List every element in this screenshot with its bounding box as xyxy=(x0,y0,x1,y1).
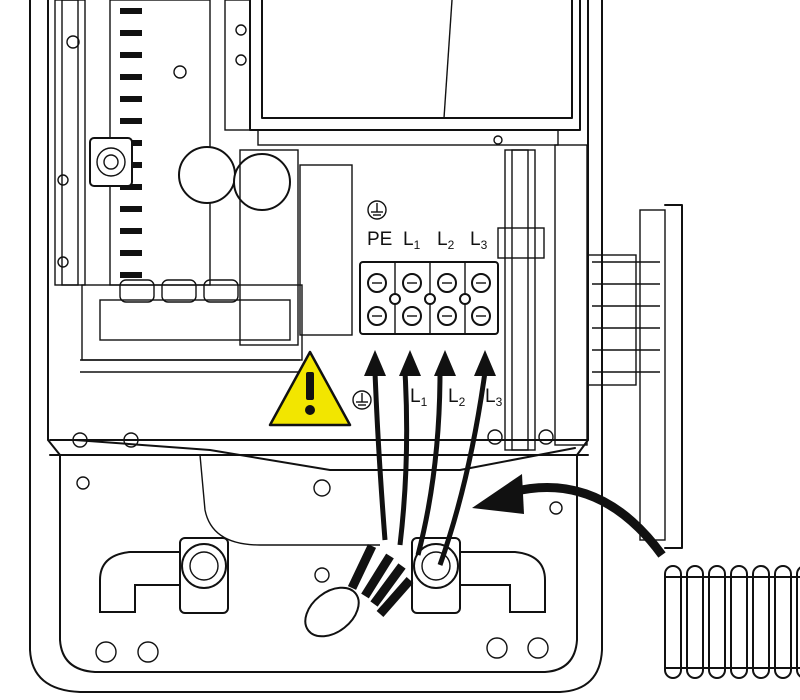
conduit-rib xyxy=(796,566,800,678)
wire-ferrule xyxy=(347,544,377,590)
rail-rib xyxy=(120,30,142,36)
cable-wires xyxy=(372,371,488,566)
lower-chamber xyxy=(72,429,576,663)
terminal-label-pe: PE xyxy=(367,229,392,250)
wire-ferrule xyxy=(376,577,414,617)
terminal-block xyxy=(359,261,499,335)
wire-label-l2: L2 xyxy=(448,386,466,409)
wire-labels: L1 L2 L3 xyxy=(410,386,503,409)
rail-rib xyxy=(120,206,142,212)
conduit-rib xyxy=(686,565,704,679)
rail-rib xyxy=(120,272,142,278)
arrow-l3 xyxy=(474,350,496,376)
wire-arrows xyxy=(364,350,496,376)
wire-label-l1: L1 xyxy=(410,386,428,409)
terminal-pin xyxy=(389,293,401,305)
conduit-rib xyxy=(664,565,682,679)
rail-rib xyxy=(120,74,142,80)
conduit-rib xyxy=(752,565,770,679)
cable-end xyxy=(304,544,414,638)
terminal-label-l3: L3 xyxy=(470,229,488,252)
enclosure xyxy=(29,0,603,693)
rail-rib xyxy=(120,250,142,256)
terminal-label-l2: L2 xyxy=(437,229,455,252)
conduit-rib xyxy=(774,565,792,679)
insertion-arrow xyxy=(472,474,666,558)
wire-ferrule xyxy=(361,553,394,599)
cable-glands xyxy=(99,537,546,614)
terminal-pin xyxy=(459,293,471,305)
terminal-labels: PE L1 L2 L3 xyxy=(367,229,488,252)
rail-rib xyxy=(120,228,142,234)
rail-rib xyxy=(120,8,142,14)
right-rail xyxy=(497,144,588,451)
wire-ferrule xyxy=(370,563,406,607)
terminal-label-l1: L1 xyxy=(403,229,421,252)
left-module-column xyxy=(54,0,291,286)
rail-rib xyxy=(120,184,142,190)
arrow-l1 xyxy=(399,350,421,376)
ground-symbol-icon xyxy=(352,390,372,410)
arrow-pe xyxy=(364,350,386,376)
ground-symbol-icon xyxy=(367,200,387,220)
conduit-rib xyxy=(730,565,748,679)
warning-triangle-icon xyxy=(268,350,352,427)
rail-rib xyxy=(120,52,142,58)
rail-rib xyxy=(120,118,142,124)
wire-label-l3: L3 xyxy=(485,386,503,409)
conduit-rib xyxy=(708,565,726,679)
rail-rib xyxy=(120,96,142,102)
arrow-l2 xyxy=(434,350,456,376)
electronics-board xyxy=(224,0,581,146)
corrugated-conduit xyxy=(664,565,800,679)
terminal-pin xyxy=(424,293,436,305)
relay-block xyxy=(80,149,353,373)
